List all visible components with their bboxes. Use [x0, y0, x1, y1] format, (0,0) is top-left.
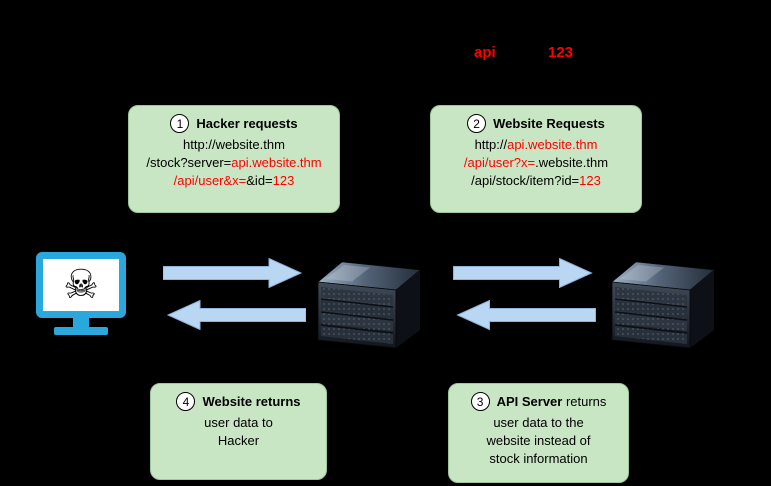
step1-header: 1 Hacker requests [135, 114, 333, 133]
url-segment-highlight: /api/user&x= [173, 173, 247, 188]
url-segment: http:// [474, 137, 508, 152]
step4-title: Website returns [202, 394, 301, 409]
monitor-screen: ☠ [36, 252, 126, 318]
step1-number-badge: 1 [170, 114, 190, 133]
step2-website-request-box: 2 Website Requests http://api.website.th… [430, 105, 642, 213]
step2-url-line1: http://api.website.thm [437, 136, 635, 154]
url-segment: http://website.thm [183, 137, 285, 152]
step1-title: Hacker requests [196, 116, 298, 131]
step3-text-line1: user data to the [493, 415, 584, 430]
api-server-icon [611, 261, 715, 349]
step4-text-line2: Hacker [217, 433, 260, 448]
step3-api-server-returns-box: 3 API Server returns user data to the we… [448, 383, 629, 483]
step1-url-line3: /api/user&x=&id=123 [135, 172, 333, 190]
step3-title-rest: returns [562, 394, 607, 409]
step3-title: API Server returns [497, 394, 607, 409]
url-segment: /stock?server= [146, 155, 232, 170]
arrow-right-icon [163, 258, 303, 288]
url-segment-highlight: 123 [272, 173, 295, 188]
url-segment-highlight: api.website.thm [231, 155, 322, 170]
arrow-left-icon [166, 300, 306, 330]
step2-header: 2 Website Requests [437, 114, 635, 133]
arrow-left-icon [456, 300, 596, 330]
url-segment-highlight: 123 [579, 173, 601, 188]
step1-url-line2: /stock?server=api.website.thm [135, 154, 333, 172]
skull-crossbones-icon: ☠ [63, 262, 99, 308]
monitor-stand-neck [73, 318, 89, 327]
url-segment-highlight: api.website.thm [507, 137, 598, 152]
step3-number-badge: 3 [470, 392, 490, 411]
caption-api-highlight: api [474, 44, 496, 61]
caption-id-highlight: 123 [548, 44, 574, 61]
website-server-icon [317, 261, 421, 349]
step4-number-badge: 4 [176, 392, 196, 411]
step1-url-line1: http://website.thm [135, 136, 333, 154]
url-segment: &id= [246, 173, 273, 188]
url-segment: .website.thm [535, 155, 609, 170]
step2-url-line2: /api/user?x=.website.thm [437, 154, 635, 172]
step2-title: Website Requests [493, 116, 605, 131]
step2-number-badge: 2 [467, 114, 487, 133]
arrow-right-icon [453, 258, 593, 288]
monitor-stand-base [54, 327, 108, 335]
step2-url-line3: /api/stock/item?id=123 [437, 172, 635, 190]
url-segment: /api/stock/item?id= [471, 173, 580, 188]
url-segment-highlight: /api/user?x= [463, 155, 536, 170]
step4-text-line1: user data to [204, 415, 273, 430]
step4-website-returns-box: 4 Website returns user data to Hacker [150, 383, 327, 480]
step3-header: 3 API Server returns [455, 392, 622, 411]
step1-hacker-request-box: 1 Hacker requests http://website.thm /st… [128, 105, 340, 213]
step3-text-line2: website instead of [486, 433, 591, 448]
hacker-computer-icon: ☠ [36, 252, 126, 335]
step4-header: 4 Website returns [157, 392, 320, 411]
step3-text-line3: stock information [489, 451, 588, 466]
step3-title-bold: API Server [496, 394, 563, 409]
